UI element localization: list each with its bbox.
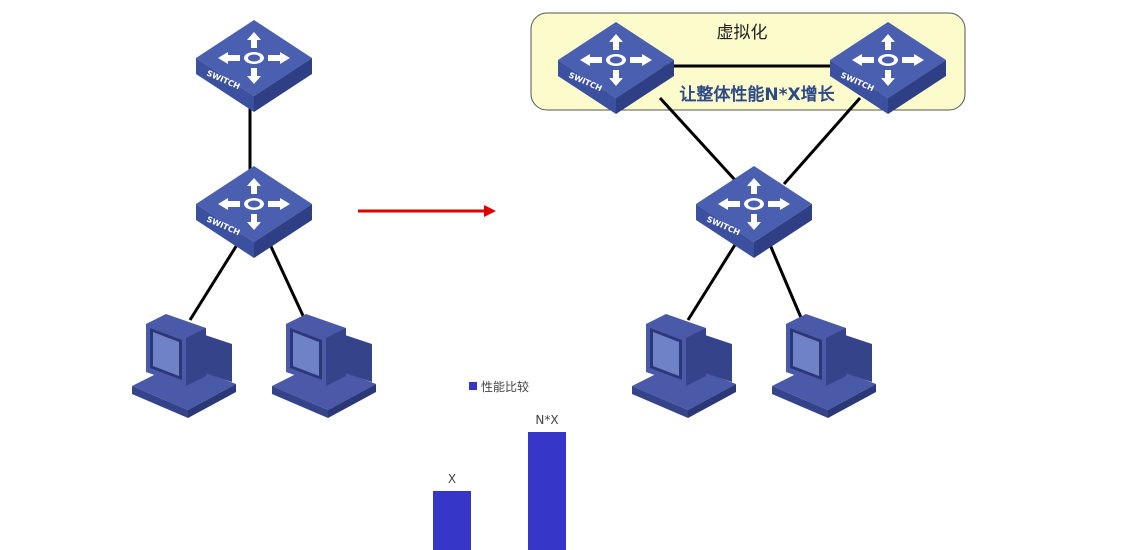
computer-icon	[632, 314, 736, 418]
virtualization-title: 虚拟化	[717, 23, 768, 43]
legend-label: 性能比较	[481, 379, 529, 394]
link-line	[658, 96, 737, 182]
chart-bar	[433, 491, 471, 550]
link-line	[266, 239, 307, 321]
link-line	[686, 239, 740, 321]
computer-icon	[132, 314, 236, 418]
computer-icon	[272, 314, 376, 418]
left-topology: SWITCH SWITCH	[132, 20, 376, 418]
legend-swatch	[469, 382, 477, 390]
bar-data-label: X	[448, 472, 456, 486]
right-topology: 虚拟化 SWITCH SWITCH 让整体性能N*X增长 SWITCH	[530, 12, 966, 418]
switch-icon: SWITCH	[196, 166, 312, 258]
chart-bar	[528, 432, 566, 550]
link-line	[188, 239, 242, 321]
switch-icon: SWITCH	[558, 22, 674, 114]
performance-text: 让整体性能N*X增长	[679, 84, 835, 105]
switch-icon: SWITCH	[830, 22, 946, 114]
link-line	[766, 239, 804, 321]
switch-icon: SWITCH	[696, 166, 812, 258]
bar-data-label: N*X	[535, 413, 558, 427]
computer-icon	[772, 314, 876, 418]
switch-icon: SWITCH	[196, 20, 312, 112]
performance-chart: 性能比较 X N*X	[433, 379, 566, 550]
link-line	[782, 97, 862, 185]
transform-arrow	[358, 205, 496, 217]
